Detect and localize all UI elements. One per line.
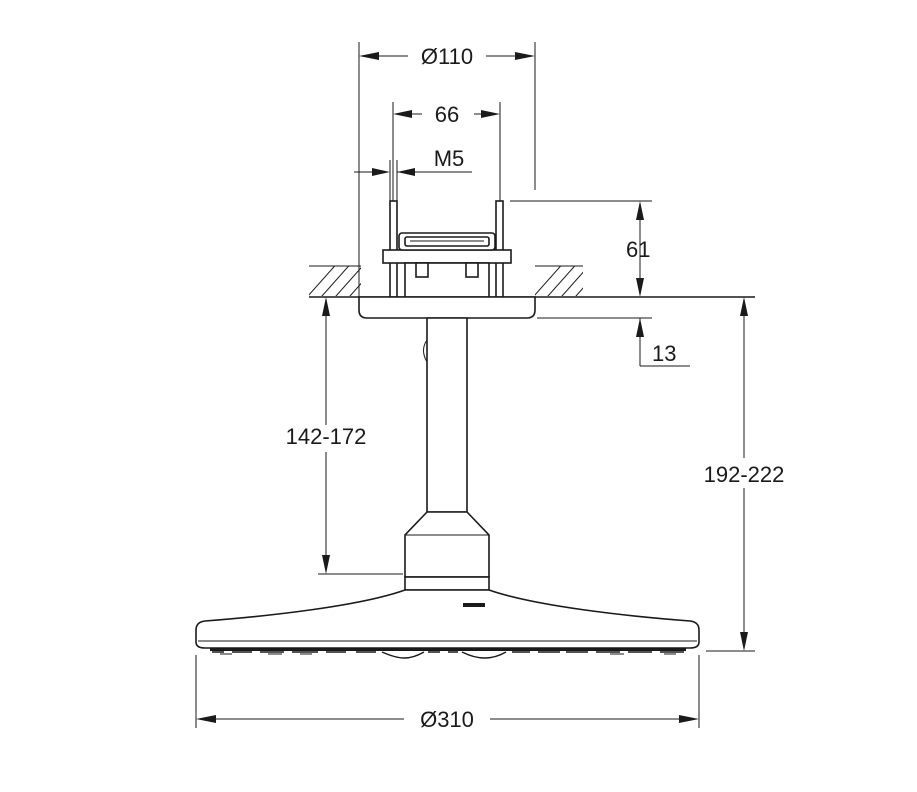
dim-bolt-spacing-label: 66 [435, 102, 459, 127]
mounting-bracket [382, 200, 512, 298]
dim-head-diameter-label: Ø310 [420, 707, 474, 732]
dim-thread [354, 160, 472, 201]
dim-total-drop-label: 192-222 [704, 462, 785, 487]
dim-mount-height [510, 200, 652, 297]
dim-thread-label: M5 [434, 146, 465, 171]
dim-flange-thickness [537, 317, 690, 367]
spray-nozzles [210, 648, 686, 659]
dim-arm-length [318, 297, 403, 575]
dim-total-drop [706, 297, 755, 652]
dim-arm-length-label: 142-172 [286, 424, 367, 449]
shower-arm [404, 317, 490, 591]
ceiling-hatch-right [535, 265, 583, 296]
dim-top-diameter-label: Ø110 [421, 44, 473, 69]
ceiling-flange [358, 296, 536, 319]
dim-top-diameter [358, 42, 536, 297]
dim-mount-height-text: 61 [626, 237, 650, 262]
ceiling-hatch-left [309, 265, 361, 296]
dim-flange-thickness-label: 13 [652, 341, 676, 366]
shower-head [195, 589, 700, 659]
dim-head-diameter [195, 655, 700, 728]
dim-bolt-spacing [392, 102, 501, 201]
